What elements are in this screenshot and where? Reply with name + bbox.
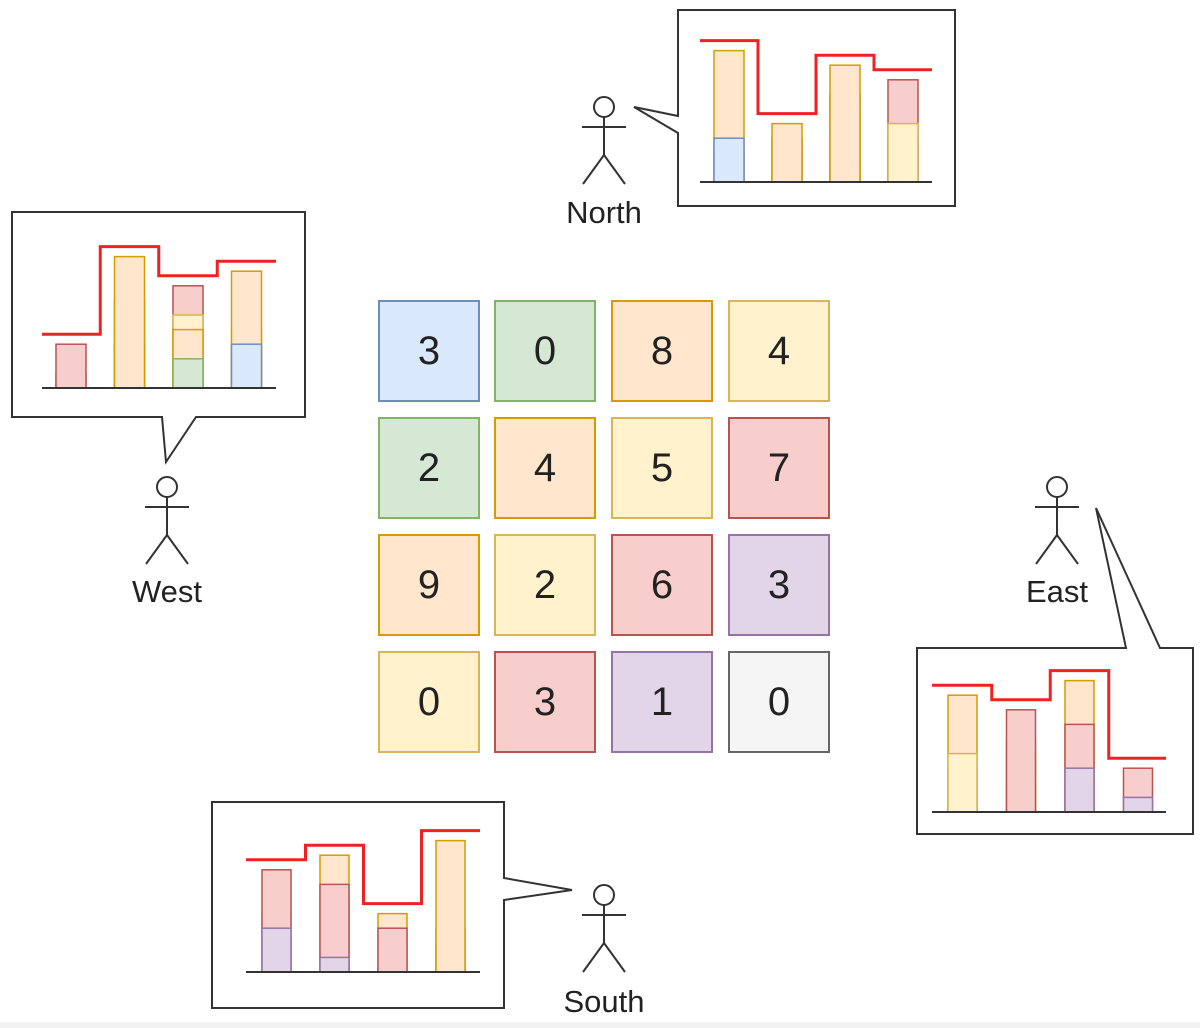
east-view-bar-segment — [947, 752, 978, 813]
south-view-bar-segment — [261, 927, 292, 973]
grid-cell: 8 — [611, 300, 713, 402]
east-label: East — [1025, 574, 1089, 609]
east-view-chart — [932, 669, 1166, 813]
west-label: West — [131, 574, 203, 609]
north-view-bar-segment — [829, 64, 861, 183]
grid-cell: 3 — [494, 651, 596, 753]
north-view-chart — [700, 39, 932, 183]
south-view-bar-segment — [377, 927, 408, 973]
east-view-skyline — [932, 669, 1166, 760]
west-speech-bubble — [11, 211, 306, 465]
grid-cell: 9 — [378, 534, 480, 636]
grid-cell: 0 — [728, 651, 830, 753]
grid-cell: 7 — [728, 417, 830, 519]
east-person-icon — [1035, 476, 1079, 565]
footer-strip — [0, 1022, 1200, 1028]
grid-cell: 3 — [378, 300, 480, 402]
grid-cell: 5 — [611, 417, 713, 519]
west-view-bar-segment — [230, 343, 263, 389]
south-view-bar-segment — [319, 956, 350, 973]
south-speech-bubble — [211, 801, 573, 1009]
west-view-bar-segment — [55, 343, 87, 389]
north-view-skyline — [700, 39, 932, 116]
grid-cell: 1 — [611, 651, 713, 753]
east-view-bar-segment — [1122, 796, 1154, 813]
east-view-bar-segment — [1064, 767, 1095, 813]
north-person-icon — [582, 96, 626, 185]
grid-cell: 0 — [494, 300, 596, 402]
grid-cell: 4 — [494, 417, 596, 519]
north-view-bar-segment — [887, 122, 919, 183]
north-view-bar-segment — [771, 122, 803, 183]
south-view-chart — [246, 829, 480, 973]
north-speech-bubble — [633, 9, 956, 207]
grid-cell: 4 — [728, 300, 830, 402]
west-view-skyline — [42, 245, 276, 336]
east-view-bar-segment — [1005, 709, 1037, 813]
north-view-bar-segment — [713, 137, 745, 183]
grid-cell: 6 — [611, 534, 713, 636]
west-person-icon — [145, 476, 189, 565]
west-view-bar-segment — [113, 255, 146, 389]
grid-cell: 0 — [378, 651, 480, 753]
grid-cell: 2 — [378, 417, 480, 519]
east-speech-bubble — [916, 507, 1194, 835]
south-label: South — [563, 984, 645, 1019]
grid-cell: 3 — [728, 534, 830, 636]
south-view-skyline — [246, 829, 480, 906]
west-view-bar-segment — [172, 358, 204, 389]
west-view-chart — [42, 245, 276, 389]
south-view-bar-segment — [435, 839, 466, 973]
grid-cell: 2 — [494, 534, 596, 636]
north-label: North — [566, 195, 642, 230]
south-person-icon — [582, 884, 626, 973]
